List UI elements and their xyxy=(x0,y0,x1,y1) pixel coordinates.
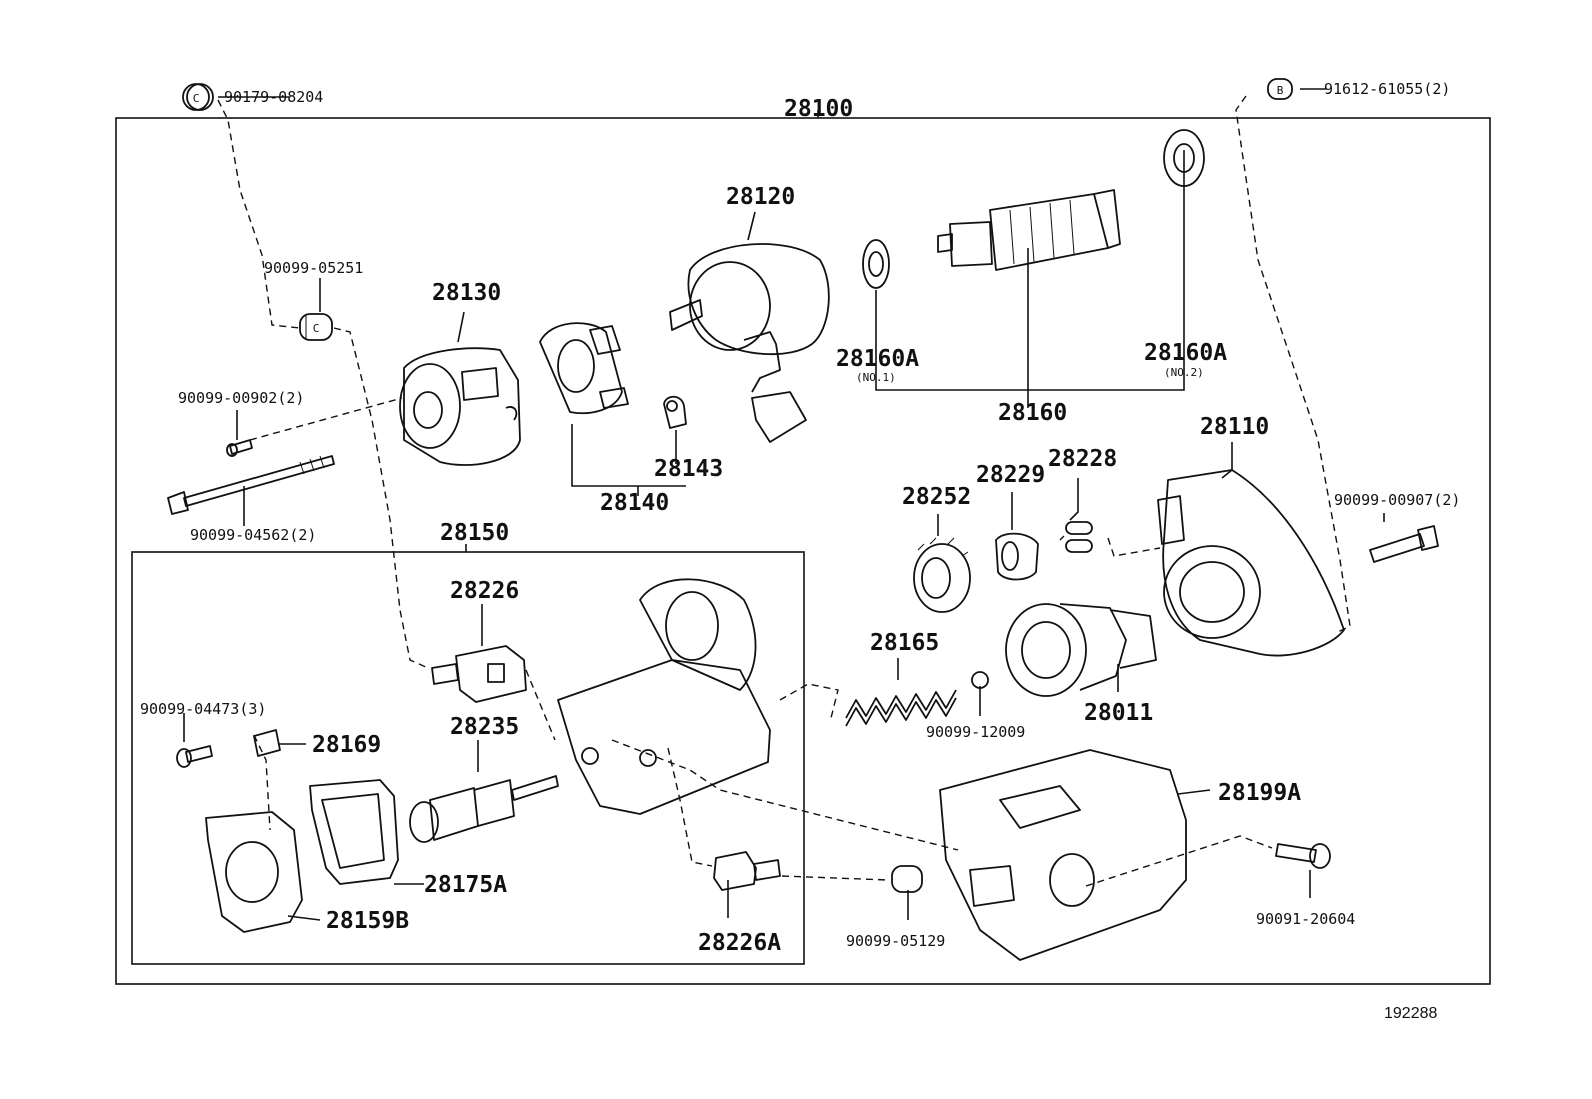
bolt-part-90099-00907 xyxy=(1369,525,1439,563)
label-28199a[interactable]: 28199A xyxy=(1218,780,1301,806)
label-28143[interactable]: 28143 xyxy=(654,456,723,482)
label-90099-00907[interactable]: 90099-00907(2) xyxy=(1334,491,1460,509)
label-28130[interactable]: 28130 xyxy=(432,280,501,306)
label-91612-61055[interactable]: 91612-61055(2) xyxy=(1324,80,1450,98)
spring-part-28143 xyxy=(663,395,687,429)
marker-c-1: C xyxy=(193,92,200,105)
label-28175a[interactable]: 28175A xyxy=(424,872,507,898)
clutch-part-28011 xyxy=(1005,603,1157,697)
label-28100[interactable]: 28100 xyxy=(784,96,853,122)
label-28159b[interactable]: 28159B xyxy=(326,908,409,934)
label-90099-05251[interactable]: 90099-05251 xyxy=(264,259,363,277)
label-28120[interactable]: 28120 xyxy=(726,184,795,210)
marker-c-2: C xyxy=(313,322,320,335)
bolt-part-91612-61055 xyxy=(1267,78,1293,100)
magnet-switch-housing-part-28150 xyxy=(557,578,771,815)
label-90099-04562[interactable]: 90099-04562(2) xyxy=(190,526,316,544)
label-28226[interactable]: 28226 xyxy=(450,578,519,604)
roller-part-28228 xyxy=(1065,521,1093,553)
subassembly-frame-28150 xyxy=(131,551,805,965)
retainer-part-28229 xyxy=(995,532,1039,581)
through-bolt-part-90099-04562 xyxy=(167,455,335,515)
label-28165[interactable]: 28165 xyxy=(870,630,939,656)
armature-part-28160 xyxy=(937,189,1121,271)
label-28252[interactable]: 28252 xyxy=(902,484,971,510)
note-no1: (NO.1) xyxy=(856,371,896,384)
gasket-part-28175a xyxy=(309,779,399,885)
marker-b-1: B xyxy=(1277,84,1284,97)
label-28011[interactable]: 28011 xyxy=(1084,700,1153,726)
label-28226a[interactable]: 28226A xyxy=(698,930,781,956)
ball-part-90099-12009 xyxy=(971,671,989,689)
dashed-connectors xyxy=(217,95,1351,887)
cover-part-28159b xyxy=(205,811,303,933)
end-frame-part-28130 xyxy=(399,347,521,466)
label-90099-12009[interactable]: 90099-12009 xyxy=(926,723,1025,741)
screw-part-90099-04473 xyxy=(176,745,213,768)
note-no2: (NO.2) xyxy=(1164,366,1204,379)
label-90091-20604[interactable]: 90091-20604 xyxy=(1256,910,1355,928)
terminal-part-28226a xyxy=(713,851,781,891)
bolt-part-90091-20604 xyxy=(1275,843,1331,869)
assembly-frame-28100 xyxy=(115,117,1491,985)
label-28235[interactable]: 28235 xyxy=(450,714,519,740)
label-90099-04473[interactable]: 90099-04473(3) xyxy=(140,700,266,718)
plunger-part-28235 xyxy=(409,775,559,843)
label-28140[interactable]: 28140 xyxy=(600,490,669,516)
screw-part-90099-00902 xyxy=(226,439,253,457)
brush-holder-part-28140 xyxy=(539,322,629,415)
label-90099-00902[interactable]: 90099-00902(2) xyxy=(178,389,304,407)
label-28169[interactable]: 28169 xyxy=(312,732,381,758)
housing-part-28110 xyxy=(1157,469,1345,657)
leader-lines xyxy=(183,88,1385,921)
label-28228[interactable]: 28228 xyxy=(1048,446,1117,472)
label-28150[interactable]: 28150 xyxy=(440,520,509,546)
cover-part-28199a xyxy=(939,749,1187,961)
label-90099-05129[interactable]: 90099-05129 xyxy=(846,932,945,950)
terminal-part-28226 xyxy=(431,645,527,703)
nut-part-90099-05129 xyxy=(891,865,923,893)
part-28169 xyxy=(253,729,281,757)
nut-part-90179-08204 xyxy=(182,83,214,111)
spring-part-28165 xyxy=(845,689,957,727)
bearing-part-28160a-no2 xyxy=(1163,129,1205,187)
gear-part-28252 xyxy=(913,537,971,613)
nut-part-90099-05251 xyxy=(299,313,333,341)
label-28229[interactable]: 28229 xyxy=(976,462,1045,488)
yoke-part-28120 xyxy=(669,243,830,443)
label-28160a-no1[interactable]: 28160A xyxy=(836,346,919,372)
label-90179-08204[interactable]: 90179-08204 xyxy=(224,88,323,106)
bearing-part-28160a-no1 xyxy=(862,239,890,289)
diagram-reference-number: 192288 xyxy=(1384,1005,1437,1022)
label-28110[interactable]: 28110 xyxy=(1200,414,1269,440)
label-28160a-no2[interactable]: 28160A xyxy=(1144,340,1227,366)
label-28160[interactable]: 28160 xyxy=(998,400,1067,426)
